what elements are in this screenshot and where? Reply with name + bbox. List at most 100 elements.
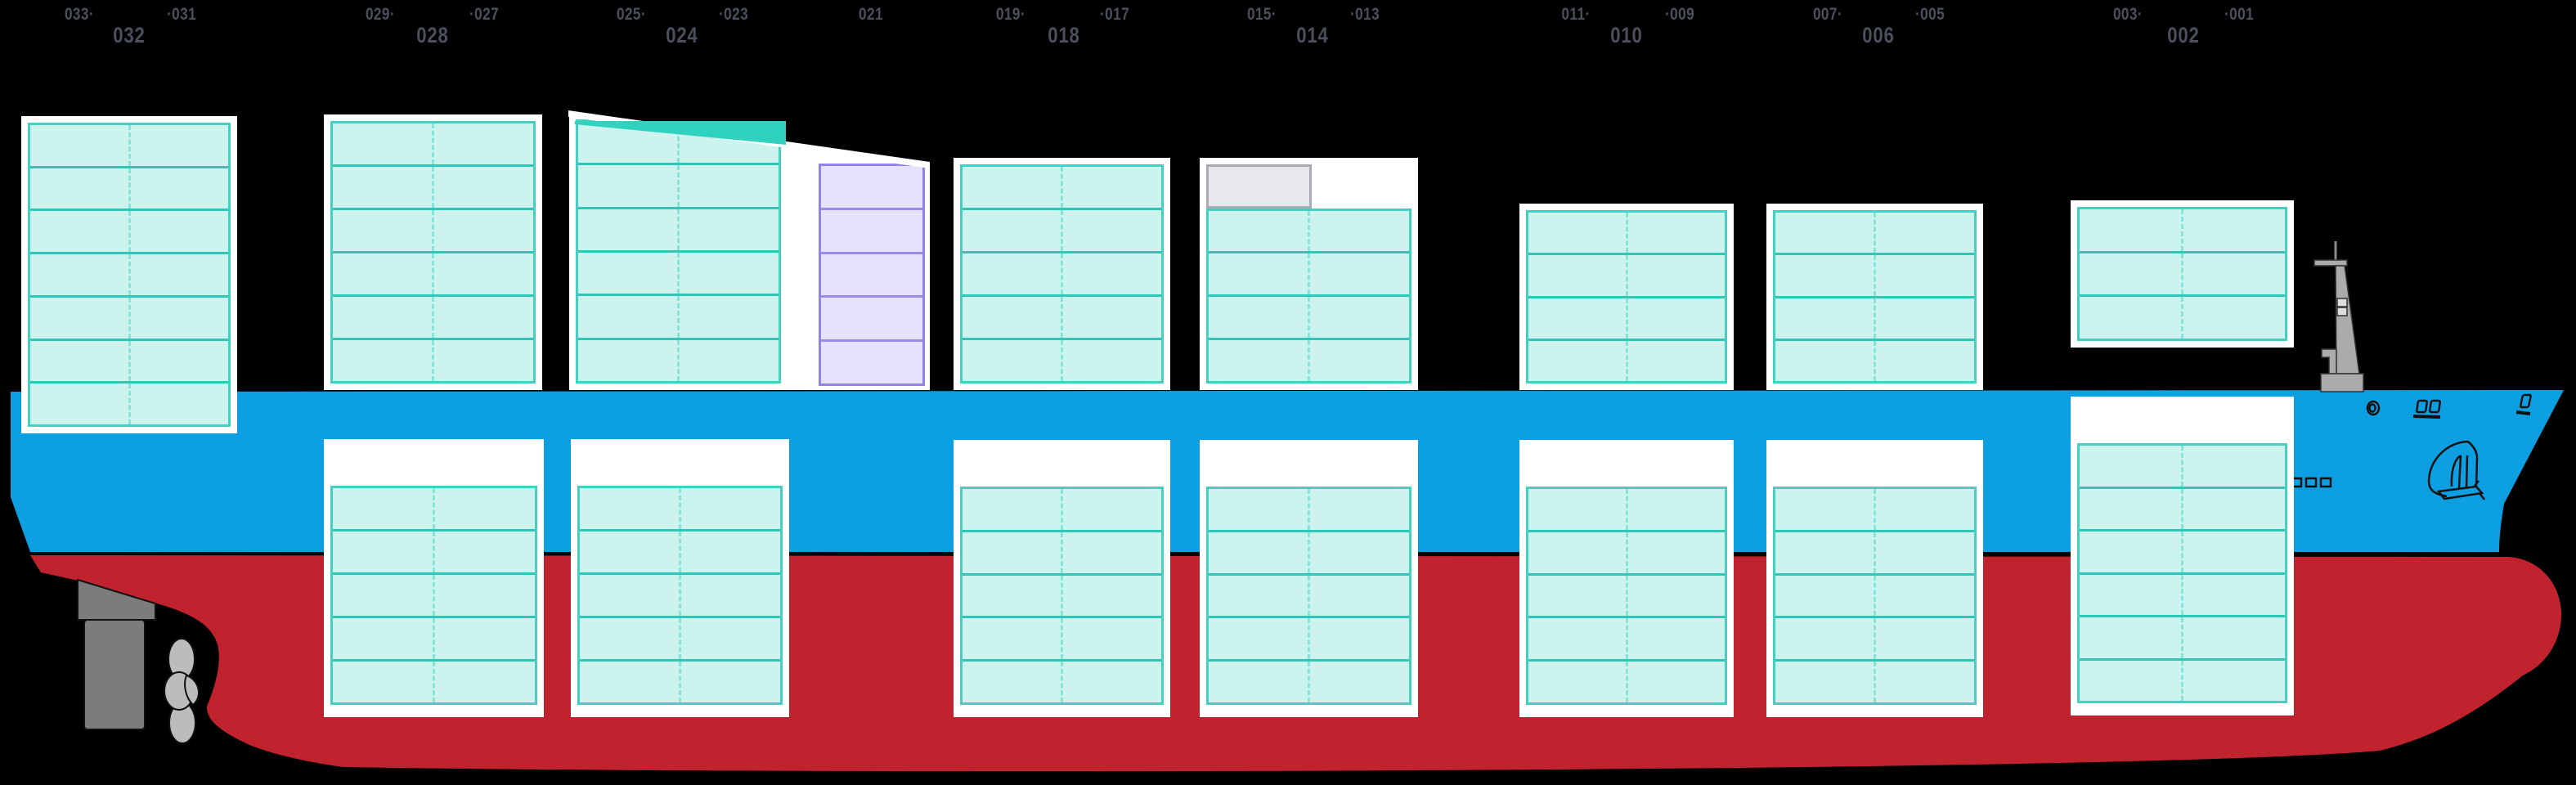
container-cell[interactable] xyxy=(963,662,1061,702)
bay-032-ondeck-stack[interactable] xyxy=(21,116,237,433)
container-cell[interactable] xyxy=(432,253,533,294)
container-cell[interactable] xyxy=(1775,341,1874,381)
container-cell[interactable] xyxy=(1528,576,1626,617)
container-cell[interactable] xyxy=(2080,253,2181,295)
container-cell[interactable] xyxy=(677,165,779,207)
container-cell[interactable] xyxy=(580,662,679,702)
container-cell[interactable] xyxy=(1625,532,1726,573)
container-cell[interactable] xyxy=(30,384,128,424)
container-cell[interactable] xyxy=(2181,660,2285,701)
container-cell[interactable] xyxy=(1061,662,1161,702)
container-cell[interactable] xyxy=(333,210,432,251)
container-cell[interactable] xyxy=(963,253,1061,294)
container-cell[interactable] xyxy=(1209,662,1308,702)
container-cell[interactable] xyxy=(432,210,533,251)
container-cell[interactable] xyxy=(1061,210,1161,251)
container-cell[interactable] xyxy=(578,340,677,381)
special-container-cell[interactable] xyxy=(821,207,922,252)
container-cell[interactable] xyxy=(432,340,533,381)
container-cell[interactable] xyxy=(2181,617,2285,658)
container-cell[interactable] xyxy=(2080,532,2181,572)
bay-014-hold-stack[interactable] xyxy=(1200,440,1418,717)
container-cell[interactable] xyxy=(1625,662,1726,702)
container-cell[interactable] xyxy=(679,488,780,529)
container-cell[interactable] xyxy=(2181,446,2285,487)
container-cell[interactable] xyxy=(2181,574,2285,615)
container-cell[interactable] xyxy=(963,340,1061,381)
container-cell[interactable] xyxy=(128,168,229,209)
container-cell[interactable] xyxy=(1775,662,1874,702)
container-cell[interactable] xyxy=(333,662,433,702)
container-cell[interactable] xyxy=(2080,209,2181,251)
container-cell[interactable] xyxy=(1528,489,1626,530)
container-cell[interactable] xyxy=(333,167,432,208)
container-cell[interactable] xyxy=(128,384,229,425)
container-cell[interactable] xyxy=(1308,618,1409,660)
container-cell[interactable] xyxy=(677,296,779,338)
empty-slot[interactable] xyxy=(1312,164,1412,209)
container-cell[interactable] xyxy=(677,252,779,294)
container-cell[interactable] xyxy=(30,298,128,339)
container-cell[interactable] xyxy=(1528,532,1626,573)
container-cell[interactable] xyxy=(1874,340,1974,381)
container-cell[interactable] xyxy=(333,340,432,381)
special-container-cell[interactable] xyxy=(821,166,922,208)
container-cell[interactable] xyxy=(333,575,433,616)
container-cell[interactable] xyxy=(333,488,433,529)
container-cell[interactable] xyxy=(1308,340,1409,381)
special-container-cell[interactable] xyxy=(821,295,922,340)
container-cell[interactable] xyxy=(1775,255,1874,295)
container-cell[interactable] xyxy=(580,532,679,572)
container-cell[interactable] xyxy=(1625,213,1726,253)
container-cell[interactable] xyxy=(1308,297,1409,339)
container-cell[interactable] xyxy=(128,211,229,253)
bay-018-hold-stack[interactable] xyxy=(954,440,1170,717)
container-cell[interactable] xyxy=(1209,340,1308,381)
container-cell[interactable] xyxy=(963,297,1061,338)
bay-018-ondeck-stack[interactable] xyxy=(954,158,1170,390)
container-cell[interactable] xyxy=(677,209,779,250)
container-cell[interactable] xyxy=(1775,576,1874,617)
container-cell[interactable] xyxy=(578,122,677,163)
container-cell[interactable] xyxy=(578,296,677,337)
container-cell[interactable] xyxy=(2080,575,2181,616)
container-cell[interactable] xyxy=(333,532,433,572)
bay-002-hold-stack[interactable] xyxy=(2071,397,2294,715)
container-cell[interactable] xyxy=(1308,210,1409,252)
container-cell[interactable] xyxy=(1775,618,1874,659)
container-cell[interactable] xyxy=(578,209,677,250)
container-cell[interactable] xyxy=(1308,489,1409,530)
container-cell[interactable] xyxy=(1874,213,1974,253)
container-cell[interactable] xyxy=(578,253,677,294)
bay-002-ondeck-stack[interactable] xyxy=(2071,200,2294,348)
container-cell[interactable] xyxy=(30,168,128,209)
container-cell[interactable] xyxy=(1625,255,1726,296)
container-cell[interactable] xyxy=(679,575,780,616)
container-cell[interactable] xyxy=(1874,255,1974,296)
bay-006-hold-stack[interactable] xyxy=(1766,440,1983,717)
container-cell[interactable] xyxy=(1209,489,1308,530)
container-cell[interactable] xyxy=(679,532,780,572)
container-cell[interactable] xyxy=(1209,253,1308,294)
container-cell[interactable] xyxy=(1209,211,1308,252)
container-cell[interactable] xyxy=(432,123,533,164)
container-cell[interactable] xyxy=(1874,489,1974,530)
container-cell[interactable] xyxy=(1874,618,1974,660)
bay-024-ondeck-stack[interactable] xyxy=(569,113,788,390)
container-cell[interactable] xyxy=(2181,532,2285,572)
container-cell[interactable] xyxy=(1209,618,1308,659)
container-cell[interactable] xyxy=(963,167,1061,208)
container-cell[interactable] xyxy=(963,532,1061,573)
bay-021-ondeck-stack[interactable] xyxy=(819,164,925,386)
container-cell[interactable] xyxy=(1775,532,1874,573)
bay-010-ondeck-stack[interactable] xyxy=(1519,204,1734,390)
container-cell[interactable] xyxy=(1061,532,1161,573)
container-cell[interactable] xyxy=(2080,617,2181,658)
container-cell[interactable] xyxy=(1874,662,1974,702)
container-cell[interactable] xyxy=(1625,618,1726,660)
container-cell[interactable] xyxy=(1528,213,1626,253)
container-cell[interactable] xyxy=(963,618,1061,659)
container-cell[interactable] xyxy=(1625,340,1726,381)
bay-010-hold-stack[interactable] xyxy=(1519,440,1734,717)
container-cell[interactable] xyxy=(333,297,432,338)
